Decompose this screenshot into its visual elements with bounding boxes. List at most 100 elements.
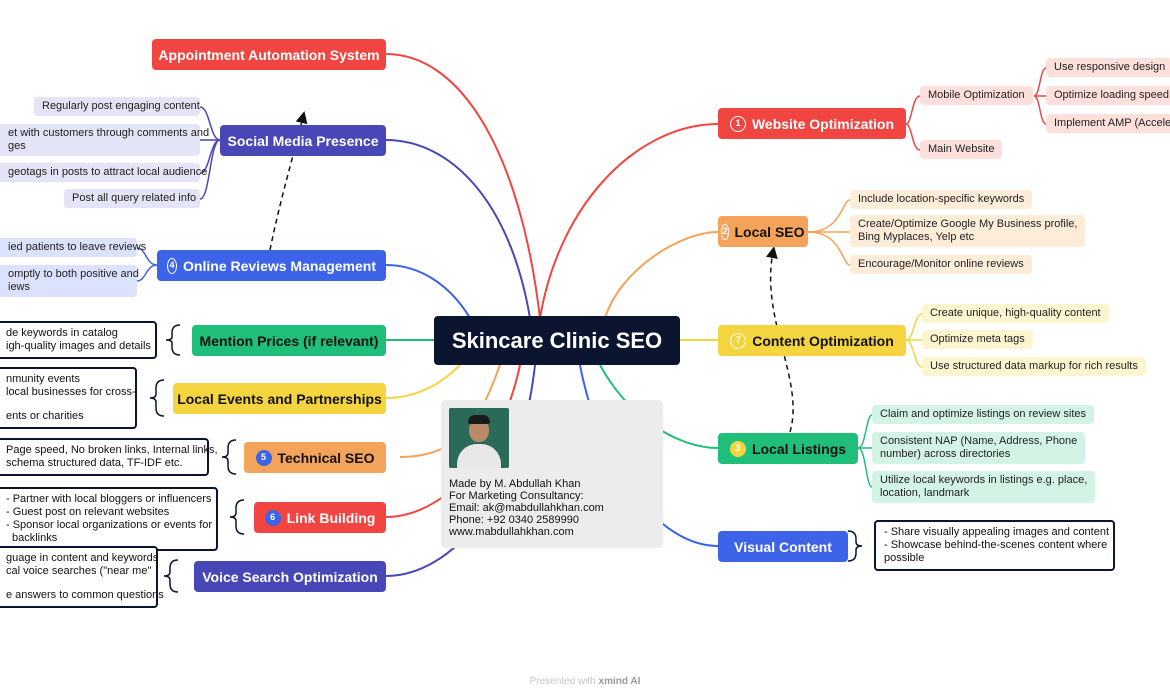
topic-social-media[interactable]: Social Media Presence	[220, 125, 386, 156]
note-line: guage in content and keywords	[6, 552, 159, 564]
leaf-loading-speed[interactable]: Optimize loading speed	[1046, 86, 1170, 105]
footer-prefix: Presented with	[529, 676, 596, 687]
number-badge: 5	[255, 449, 272, 466]
leaf-meta-tags[interactable]: Optimize meta tags	[922, 330, 1033, 349]
topic-label: Link Building	[286, 509, 376, 526]
note-line: - Sponsor local organizations or events …	[6, 519, 213, 531]
subtopic-mobile-optimization[interactable]: Mobile Optimization	[920, 86, 1033, 105]
topic-content-optimization[interactable]: 7 Content Optimization	[718, 325, 906, 356]
leaf-implement-amp[interactable]: Implement AMP (Accele	[1046, 114, 1170, 133]
leaf-line: Create/Optimize Google My Business profi…	[858, 218, 1078, 230]
link-local-seo	[604, 231, 719, 319]
note-voice-search[interactable]: guage in content and keywords cal voice …	[0, 546, 164, 608]
note-link-building[interactable]: - Partner with local bloggers or influen…	[0, 487, 218, 551]
leaf-local-keywords-listings[interactable]: Utilize local keywords in listings e.g. …	[872, 471, 1096, 503]
number-badge: 4	[167, 257, 178, 274]
author-name: Made by M. Abdullah Khan	[449, 478, 581, 490]
leaf-geotags[interactable]: geotags in posts to attract local audien…	[0, 163, 207, 182]
leaf-line: iews	[8, 281, 31, 293]
topic-link-building[interactable]: 6 Link Building	[254, 502, 386, 533]
leaf-responsive-design[interactable]: Use responsive design	[1046, 58, 1170, 77]
number-badge-text: 6	[270, 512, 276, 522]
note-mention-prices[interactable]: de keywords in catalog igh-quality image…	[0, 321, 157, 359]
topic-appointment-automation[interactable]: Appointment Automation System	[152, 39, 386, 70]
note-line: e answers to common questions	[6, 589, 164, 601]
note-line: schema structured data, TF-IDF etc.	[6, 457, 183, 469]
link-online-reviews	[385, 264, 471, 319]
leaf-unique-content[interactable]: Create unique, high-quality content	[922, 304, 1109, 323]
listings-sub-links	[857, 414, 873, 488]
number-badge: 2	[721, 223, 729, 240]
note-line: backlinks	[12, 532, 58, 544]
leaf-line: et with customers through comments and	[8, 127, 210, 139]
topic-label: Voice Search Optimization	[202, 568, 378, 585]
topic-local-seo[interactable]: 2 Local SEO	[718, 216, 808, 247]
note-visual-content[interactable]: - Share visually appealing images and co…	[874, 520, 1115, 571]
subtopic-main-website[interactable]: Main Website	[920, 140, 1003, 159]
leaf-line: Utilize local keywords in listings e.g. …	[880, 474, 1088, 486]
note-line: nmunity events	[6, 373, 80, 385]
leaf-line: number) across directories	[880, 448, 1011, 460]
note-line: local businesses for cross-	[6, 386, 136, 398]
leaf-online-reviews[interactable]: Encourage/Monitor online reviews	[850, 255, 1032, 274]
topic-mention-prices[interactable]: Mention Prices (if relevant)	[192, 325, 386, 356]
leaf-engage-customers[interactable]: et with customers through comments and g…	[0, 124, 210, 156]
link-website-optimization	[539, 123, 719, 319]
leaf-structured-data[interactable]: Use structured data markup for rich resu…	[922, 357, 1146, 376]
leaf-query-info[interactable]: Post all query related info	[64, 189, 200, 208]
note-line: possible	[884, 552, 925, 564]
local-seo-sub-links	[807, 199, 851, 266]
number-badge-text: 5	[260, 452, 266, 462]
note-line: de keywords in catalog	[6, 327, 118, 339]
footer-credit: Presented with xmind AI	[0, 676, 1170, 687]
topic-technical-seo[interactable]: 5 Technical SEO	[244, 442, 386, 473]
leaf-post-engaging-content[interactable]: Regularly post engaging content	[34, 97, 200, 116]
note-line: cal voice searches ("near me"	[6, 565, 152, 577]
link-local-events	[385, 364, 461, 399]
xmind-logo: xmind AI	[598, 676, 641, 687]
topic-local-listings[interactable]: 3 Local Listings	[718, 433, 858, 464]
topic-visual-content[interactable]: Visual Content	[718, 531, 848, 562]
number-badge: 3	[729, 440, 746, 457]
author-email[interactable]: Email: ak@mabdullahkhan.com	[449, 502, 604, 514]
central-topic-label: Skincare Clinic SEO	[451, 327, 663, 353]
leaf-line: ges	[8, 140, 26, 152]
note-line: - Partner with local bloggers or influen…	[6, 493, 212, 505]
topic-label: Local Listings	[751, 440, 847, 457]
leaf-google-my-business[interactable]: Create/Optimize Google My Business profi…	[850, 215, 1086, 247]
social-sub-links	[199, 106, 221, 200]
leaf-line: Consistent NAP (Name, Address, Phone	[880, 435, 1078, 447]
topic-local-events[interactable]: Local Events and Partnerships	[173, 383, 386, 414]
note-local-events[interactable]: nmunity events local businesses for cros…	[0, 367, 137, 429]
leaf-claim-listings[interactable]: Claim and optimize listings on review si…	[872, 405, 1095, 424]
topic-label: Mention Prices (if relevant)	[199, 332, 379, 349]
website-sub-links	[905, 67, 1047, 151]
topic-voice-search[interactable]: Voice Search Optimization	[194, 561, 386, 592]
leaf-respond-reviews[interactable]: omptly to both positive and iews	[0, 265, 139, 297]
link-social-media	[385, 139, 531, 319]
topic-website-optimization[interactable]: 1 Website Optimization	[718, 108, 906, 139]
leaf-location-keywords[interactable]: Include location-specific keywords	[850, 190, 1033, 209]
leaf-line: location, landmark	[880, 487, 970, 499]
note-line: - Share visually appealing images and co…	[884, 526, 1110, 538]
author-photo	[449, 408, 509, 468]
topic-label: Content Optimization	[752, 332, 894, 349]
author-phone: Phone: +92 0340 2589990	[449, 514, 579, 526]
leaf-ask-reviews[interactable]: ied patients to leave reviews	[0, 238, 146, 257]
note-line: ents or charities	[6, 410, 84, 422]
topic-label: Technical SEO	[277, 449, 375, 466]
number-badge: 6	[264, 509, 281, 526]
note-line: igh-quality images and details	[6, 340, 151, 352]
leaf-line: omptly to both positive and	[8, 268, 139, 280]
note-technical-seo[interactable]: Page speed, No broken links, Internal li…	[0, 438, 218, 476]
leaf-line: Bing Myplaces, Yelp etc	[858, 231, 975, 243]
number-badge: 1	[729, 115, 746, 132]
author-website[interactable]: www.mabdullahkhan.com	[449, 526, 574, 538]
topic-label: Social Media Presence	[227, 132, 379, 149]
leaf-consistent-nap[interactable]: Consistent NAP (Name, Address, Phone num…	[872, 432, 1086, 464]
topic-label: Online Reviews Management	[183, 257, 376, 274]
topic-label: Local SEO	[734, 223, 805, 240]
central-topic[interactable]: Skincare Clinic SEO	[434, 316, 680, 365]
topic-online-reviews[interactable]: 4 Online Reviews Management	[157, 250, 386, 281]
